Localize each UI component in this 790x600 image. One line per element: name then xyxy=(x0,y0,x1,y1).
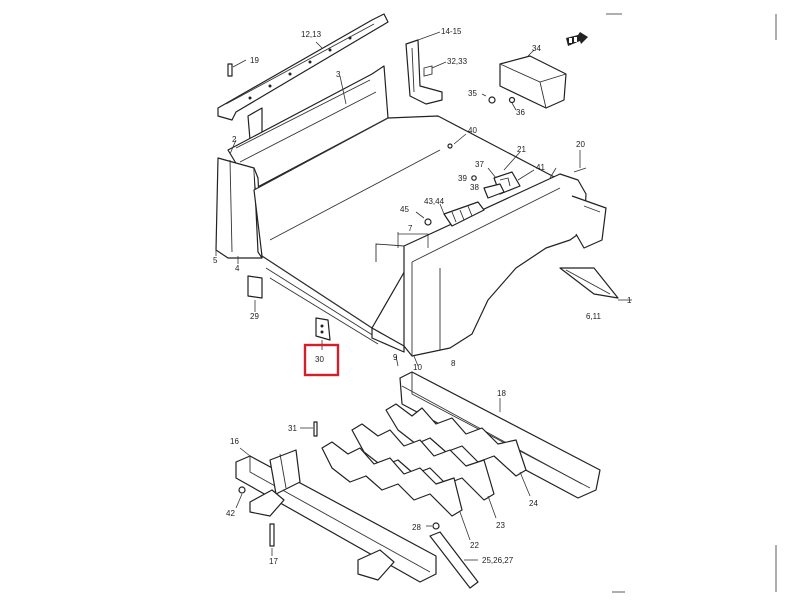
bracket-part-29 xyxy=(247,275,263,312)
label-4: 4 xyxy=(235,264,240,273)
label-23: 23 xyxy=(496,521,505,530)
label-17: 17 xyxy=(269,557,278,566)
bolt-part-31 xyxy=(300,421,318,437)
bolt-part-42 xyxy=(235,486,246,509)
highlight-box xyxy=(303,343,340,377)
part-labels: 12,13 14-15 32,33 34 35 36 19 3 2 40 20 … xyxy=(213,27,632,566)
label-8: 8 xyxy=(451,359,456,368)
label-21: 21 xyxy=(517,145,526,154)
nut-part-28 xyxy=(426,522,440,530)
label-3: 3 xyxy=(336,70,341,79)
label-45: 45 xyxy=(400,205,409,214)
label-24: 24 xyxy=(529,499,538,508)
crossmember-part-18 xyxy=(399,371,601,499)
label-5: 5 xyxy=(213,256,218,265)
label-38: 38 xyxy=(470,183,479,192)
label-12-13: 12,13 xyxy=(301,30,322,39)
bracket-part-14-15 xyxy=(405,31,443,105)
label-37: 37 xyxy=(475,160,484,169)
box-part-34 xyxy=(499,49,567,109)
label-43-44: 43,44 xyxy=(424,197,445,206)
truck-bed-body xyxy=(215,65,607,357)
label-1: 1 xyxy=(627,296,632,305)
member-part-16 xyxy=(235,447,437,583)
label-40: 40 xyxy=(468,126,477,135)
crossmember-part-24 xyxy=(385,403,531,497)
label-36: 36 xyxy=(516,108,525,117)
label-18: 18 xyxy=(497,389,506,398)
strap-part-25-26-27 xyxy=(429,531,479,589)
crossmember-part-23 xyxy=(351,423,497,519)
label-9: 9 xyxy=(393,353,398,362)
handle-part-43-44 xyxy=(439,201,485,227)
nut-part-45 xyxy=(415,211,432,226)
arrow-icon xyxy=(566,32,588,46)
bracket-part-7 xyxy=(397,232,429,248)
bolt-part-17 xyxy=(269,523,275,556)
label-35: 35 xyxy=(468,89,477,98)
label-25-26-27: 25,26,27 xyxy=(482,556,514,565)
screw-part-35 xyxy=(481,93,496,104)
label-41: 41 xyxy=(536,163,545,172)
screw-part-39 xyxy=(471,175,477,181)
crossmember-part-22 xyxy=(321,441,471,541)
label-34: 34 xyxy=(532,44,541,53)
screw-part-36 xyxy=(508,96,517,111)
label-20: 20 xyxy=(576,140,585,149)
label-39: 39 xyxy=(458,174,467,183)
screw-part-20 xyxy=(573,150,587,173)
leaders-misc xyxy=(215,41,557,264)
plate-part-38 xyxy=(483,183,505,199)
label-6-11: 6,11 xyxy=(586,312,602,321)
label-2: 2 xyxy=(232,135,237,144)
leaders-9-10-8 xyxy=(395,355,419,367)
label-29: 29 xyxy=(250,312,259,321)
clip-part-32-33 xyxy=(423,61,447,77)
label-14-15: 14-15 xyxy=(441,27,462,36)
bolt-part-19 xyxy=(227,59,247,77)
label-10: 10 xyxy=(413,363,422,372)
label-7: 7 xyxy=(408,224,413,233)
panel-part-1 xyxy=(559,267,632,301)
label-28: 28 xyxy=(412,523,421,532)
label-32-33: 32,33 xyxy=(447,57,468,66)
label-30: 30 xyxy=(315,355,324,364)
label-22: 22 xyxy=(470,541,479,550)
label-42: 42 xyxy=(226,509,235,518)
bracket-part-30 xyxy=(315,317,331,350)
corner-marks xyxy=(606,13,777,593)
label-16: 16 xyxy=(230,437,239,446)
label-19: 19 xyxy=(250,56,259,65)
label-31: 31 xyxy=(288,424,297,433)
screw-part-40 xyxy=(447,133,467,149)
